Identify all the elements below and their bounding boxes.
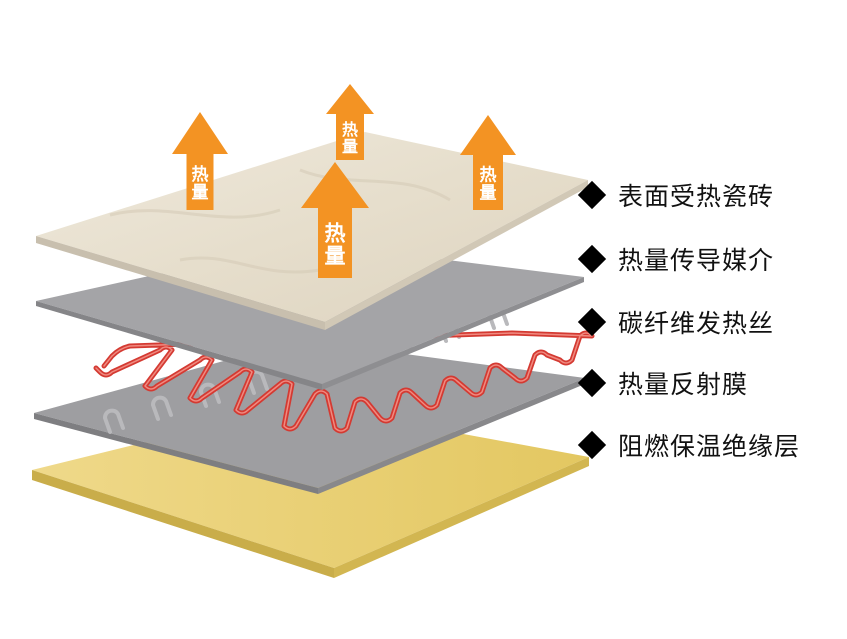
heat-arrow-label: 量	[480, 183, 497, 204]
legend-item-heating-wire: 碳纤维发热丝	[577, 302, 775, 342]
film-groove	[151, 395, 173, 421]
heat-arrow-icon	[301, 162, 369, 278]
heat-arrow-label: 热	[192, 164, 209, 185]
legend-item-insulation: 阻燃保温绝缘层	[577, 425, 801, 465]
legend-item-reflect-film: 热量反射膜	[577, 363, 749, 403]
heat-arrow-label: 热	[325, 221, 346, 245]
diamond-bullet-icon	[577, 180, 607, 210]
film-groove	[103, 408, 125, 434]
ceramic-tile-layer	[36, 132, 588, 330]
diamond-bullet-icon	[577, 307, 607, 337]
heat-arrow-icon	[326, 84, 374, 160]
legend-item-conduction: 热量传导媒介	[577, 239, 775, 279]
legend-item-tile: 表面受热瓷砖	[577, 175, 775, 215]
heat-arrow-label: 量	[325, 244, 346, 268]
diamond-bullet-icon	[577, 244, 607, 274]
legend-label: 阻燃保温绝缘层	[618, 432, 801, 461]
diamond-bullet-icon	[577, 430, 607, 460]
heat-arrow-label: 热	[342, 120, 358, 139]
heat-arrow-label: 热	[480, 164, 497, 185]
heating-wire	[93, 330, 595, 434]
heat-arrow-label: 量	[342, 137, 358, 156]
legend-label: 热量传导媒介	[618, 246, 775, 275]
heat-arrow-icon	[172, 112, 228, 210]
legend-label: 表面受热瓷砖	[618, 182, 775, 211]
legend-label: 热量反射膜	[618, 370, 749, 399]
heat-arrow-label: 量	[192, 182, 209, 203]
legend-label: 碳纤维发热丝	[618, 309, 775, 338]
diamond-bullet-icon	[577, 368, 607, 398]
heat-arrow-icon	[460, 115, 516, 210]
